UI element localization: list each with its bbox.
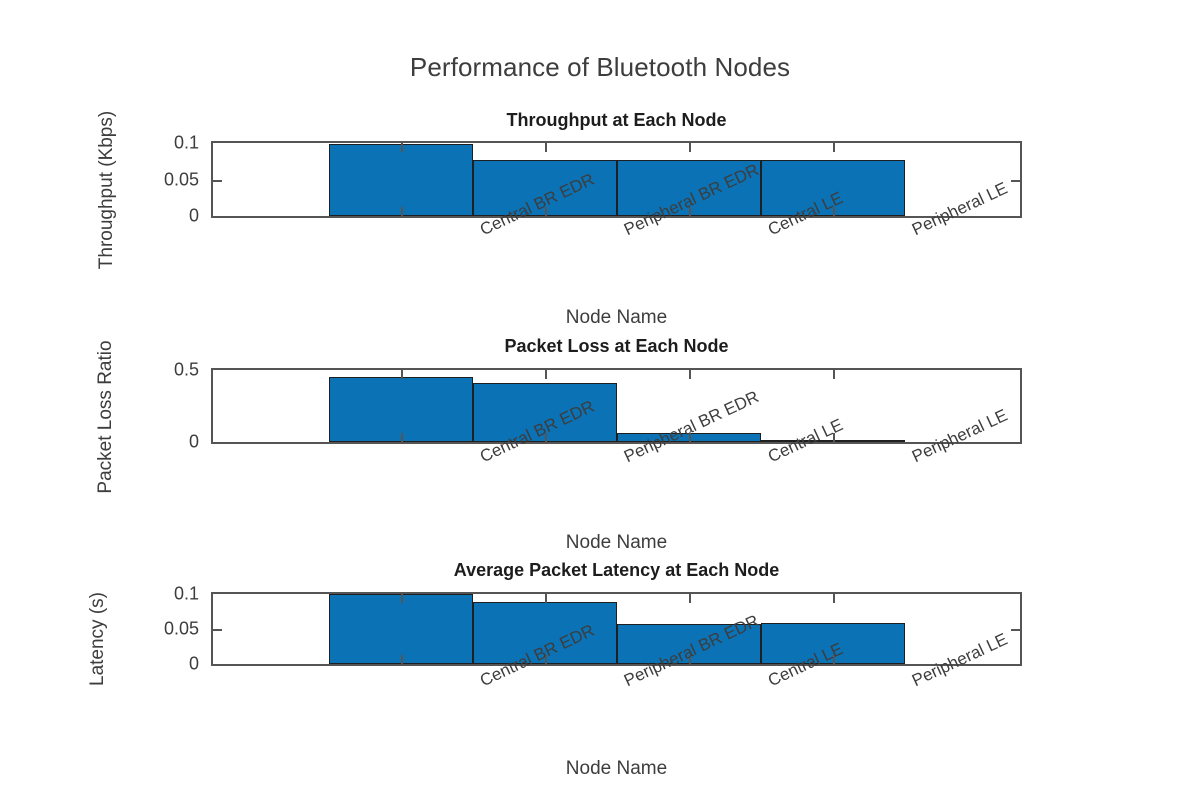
x-tick-label: Central LE — [765, 415, 846, 467]
x-tick-mark — [833, 655, 835, 664]
x-tick-mark — [545, 207, 547, 216]
y-tick-mark — [1011, 629, 1020, 631]
x-tick-label: Central BR EDR — [477, 621, 597, 691]
subplot-latency: Average Packet Latency at Each Node Late… — [0, 0, 1200, 686]
x-tick-label: Central LE — [765, 639, 846, 691]
x-axis-label-latency: Node Name — [565, 758, 668, 779]
x-tick-mark — [833, 207, 835, 216]
x-tick-label: Central BR EDR — [477, 397, 597, 467]
y-axis-label-latency: Latency (s) — [87, 592, 108, 686]
y-tick-label: 0.05 — [163, 618, 199, 639]
x-tick-mark — [401, 143, 403, 152]
x-tick-mark — [545, 143, 547, 152]
y-axis-label-packet-loss: Packet Loss Ratio — [95, 340, 116, 494]
x-tick-mark — [401, 594, 403, 603]
x-tick-label: Peripheral BR EDR — [621, 387, 762, 467]
subplot-title-packet-loss: Packet Loss at Each Node — [504, 336, 729, 356]
bar[interactable] — [473, 159, 617, 216]
x-tick-mark — [689, 143, 691, 152]
subplot-title-latency: Average Packet Latency at Each Node — [453, 560, 780, 580]
y-tick-label: 0 — [188, 205, 199, 226]
x-tick-mark — [833, 143, 835, 152]
x-axis-label-throughput: Node Name — [565, 307, 668, 328]
x-tick-mark — [833, 594, 835, 603]
plot-area-throughput: 0 0.05 0.1 — [164, 133, 1022, 226]
bar[interactable] — [761, 159, 905, 216]
y-tick-label: 0.05 — [163, 169, 199, 189]
y-tick-label: 0.1 — [173, 132, 199, 153]
x-tick-mark — [401, 370, 403, 379]
bar[interactable] — [473, 382, 617, 442]
y-tick-mark — [213, 179, 222, 182]
x-tick-mark — [689, 594, 691, 603]
figure-title: Performance of Bluetooth Nodes — [409, 52, 791, 82]
bar[interactable] — [329, 377, 473, 442]
y-tick-mark — [1011, 179, 1020, 182]
plot-area-latency: 0 0.05 0.1 — [164, 584, 1022, 674]
bar[interactable] — [473, 602, 617, 664]
subplot-packet-loss: Packet Loss at Each Node Packet Loss Rat… — [0, 0, 1200, 494]
x-tick-mark — [833, 370, 835, 379]
x-tick-label: Peripheral BR EDR — [621, 611, 762, 691]
x-tick-label: Peripheral LE — [909, 405, 1010, 467]
x-tick-mark — [401, 207, 403, 216]
x-tick-mark — [401, 655, 403, 664]
y-tick-label: 0 — [188, 653, 199, 674]
x-tick-mark — [545, 370, 547, 379]
y-tick-label: 0.1 — [173, 583, 199, 604]
x-tick-mark — [545, 594, 547, 603]
x-tick-mark — [545, 433, 547, 442]
x-tick-mark — [689, 207, 691, 216]
y-tick-label: 0 — [188, 431, 199, 452]
y-tick-mark — [213, 629, 222, 631]
x-tick-mark — [545, 655, 547, 664]
x-tick-mark — [689, 655, 691, 664]
x-tick-mark — [689, 433, 691, 442]
y-tick-label: 0.5 — [173, 359, 199, 380]
x-axis-label-packet-loss: Node Name — [565, 532, 668, 553]
x-tick-mark — [833, 433, 835, 442]
subplot-title-throughput: Throughput at Each Node — [506, 110, 727, 130]
bar[interactable] — [329, 594, 473, 664]
x-tick-mark — [689, 370, 691, 379]
x-tick-label: Peripheral LE — [909, 629, 1010, 691]
subplot-throughput: Throughput at Each Node Throughput (Kbps… — [0, 0, 1200, 300]
x-tick-mark — [401, 433, 403, 442]
